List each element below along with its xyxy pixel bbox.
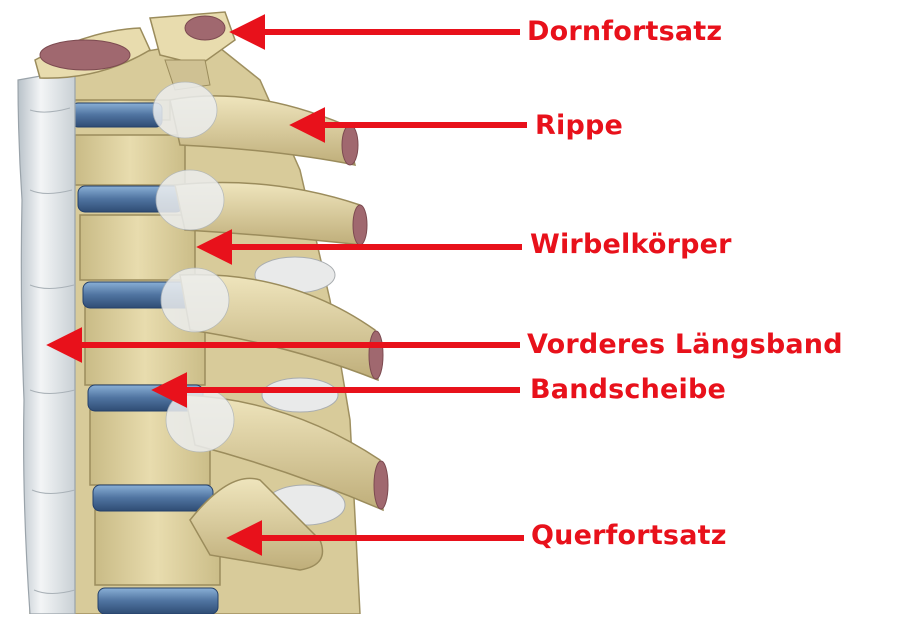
label-wirbelkoerper: Wirbelkörper	[530, 231, 732, 258]
label-querfortsatz: Querfortsatz	[531, 522, 727, 549]
label-rippe: Rippe	[535, 112, 623, 139]
label-vorderes-laengsband: Vorderes Längsband	[527, 331, 843, 358]
anterior-longitudinal-ligament	[18, 70, 75, 614]
label-dornfortsatz: Dornfortsatz	[527, 18, 722, 45]
label-bandscheibe: Bandscheibe	[530, 376, 726, 403]
